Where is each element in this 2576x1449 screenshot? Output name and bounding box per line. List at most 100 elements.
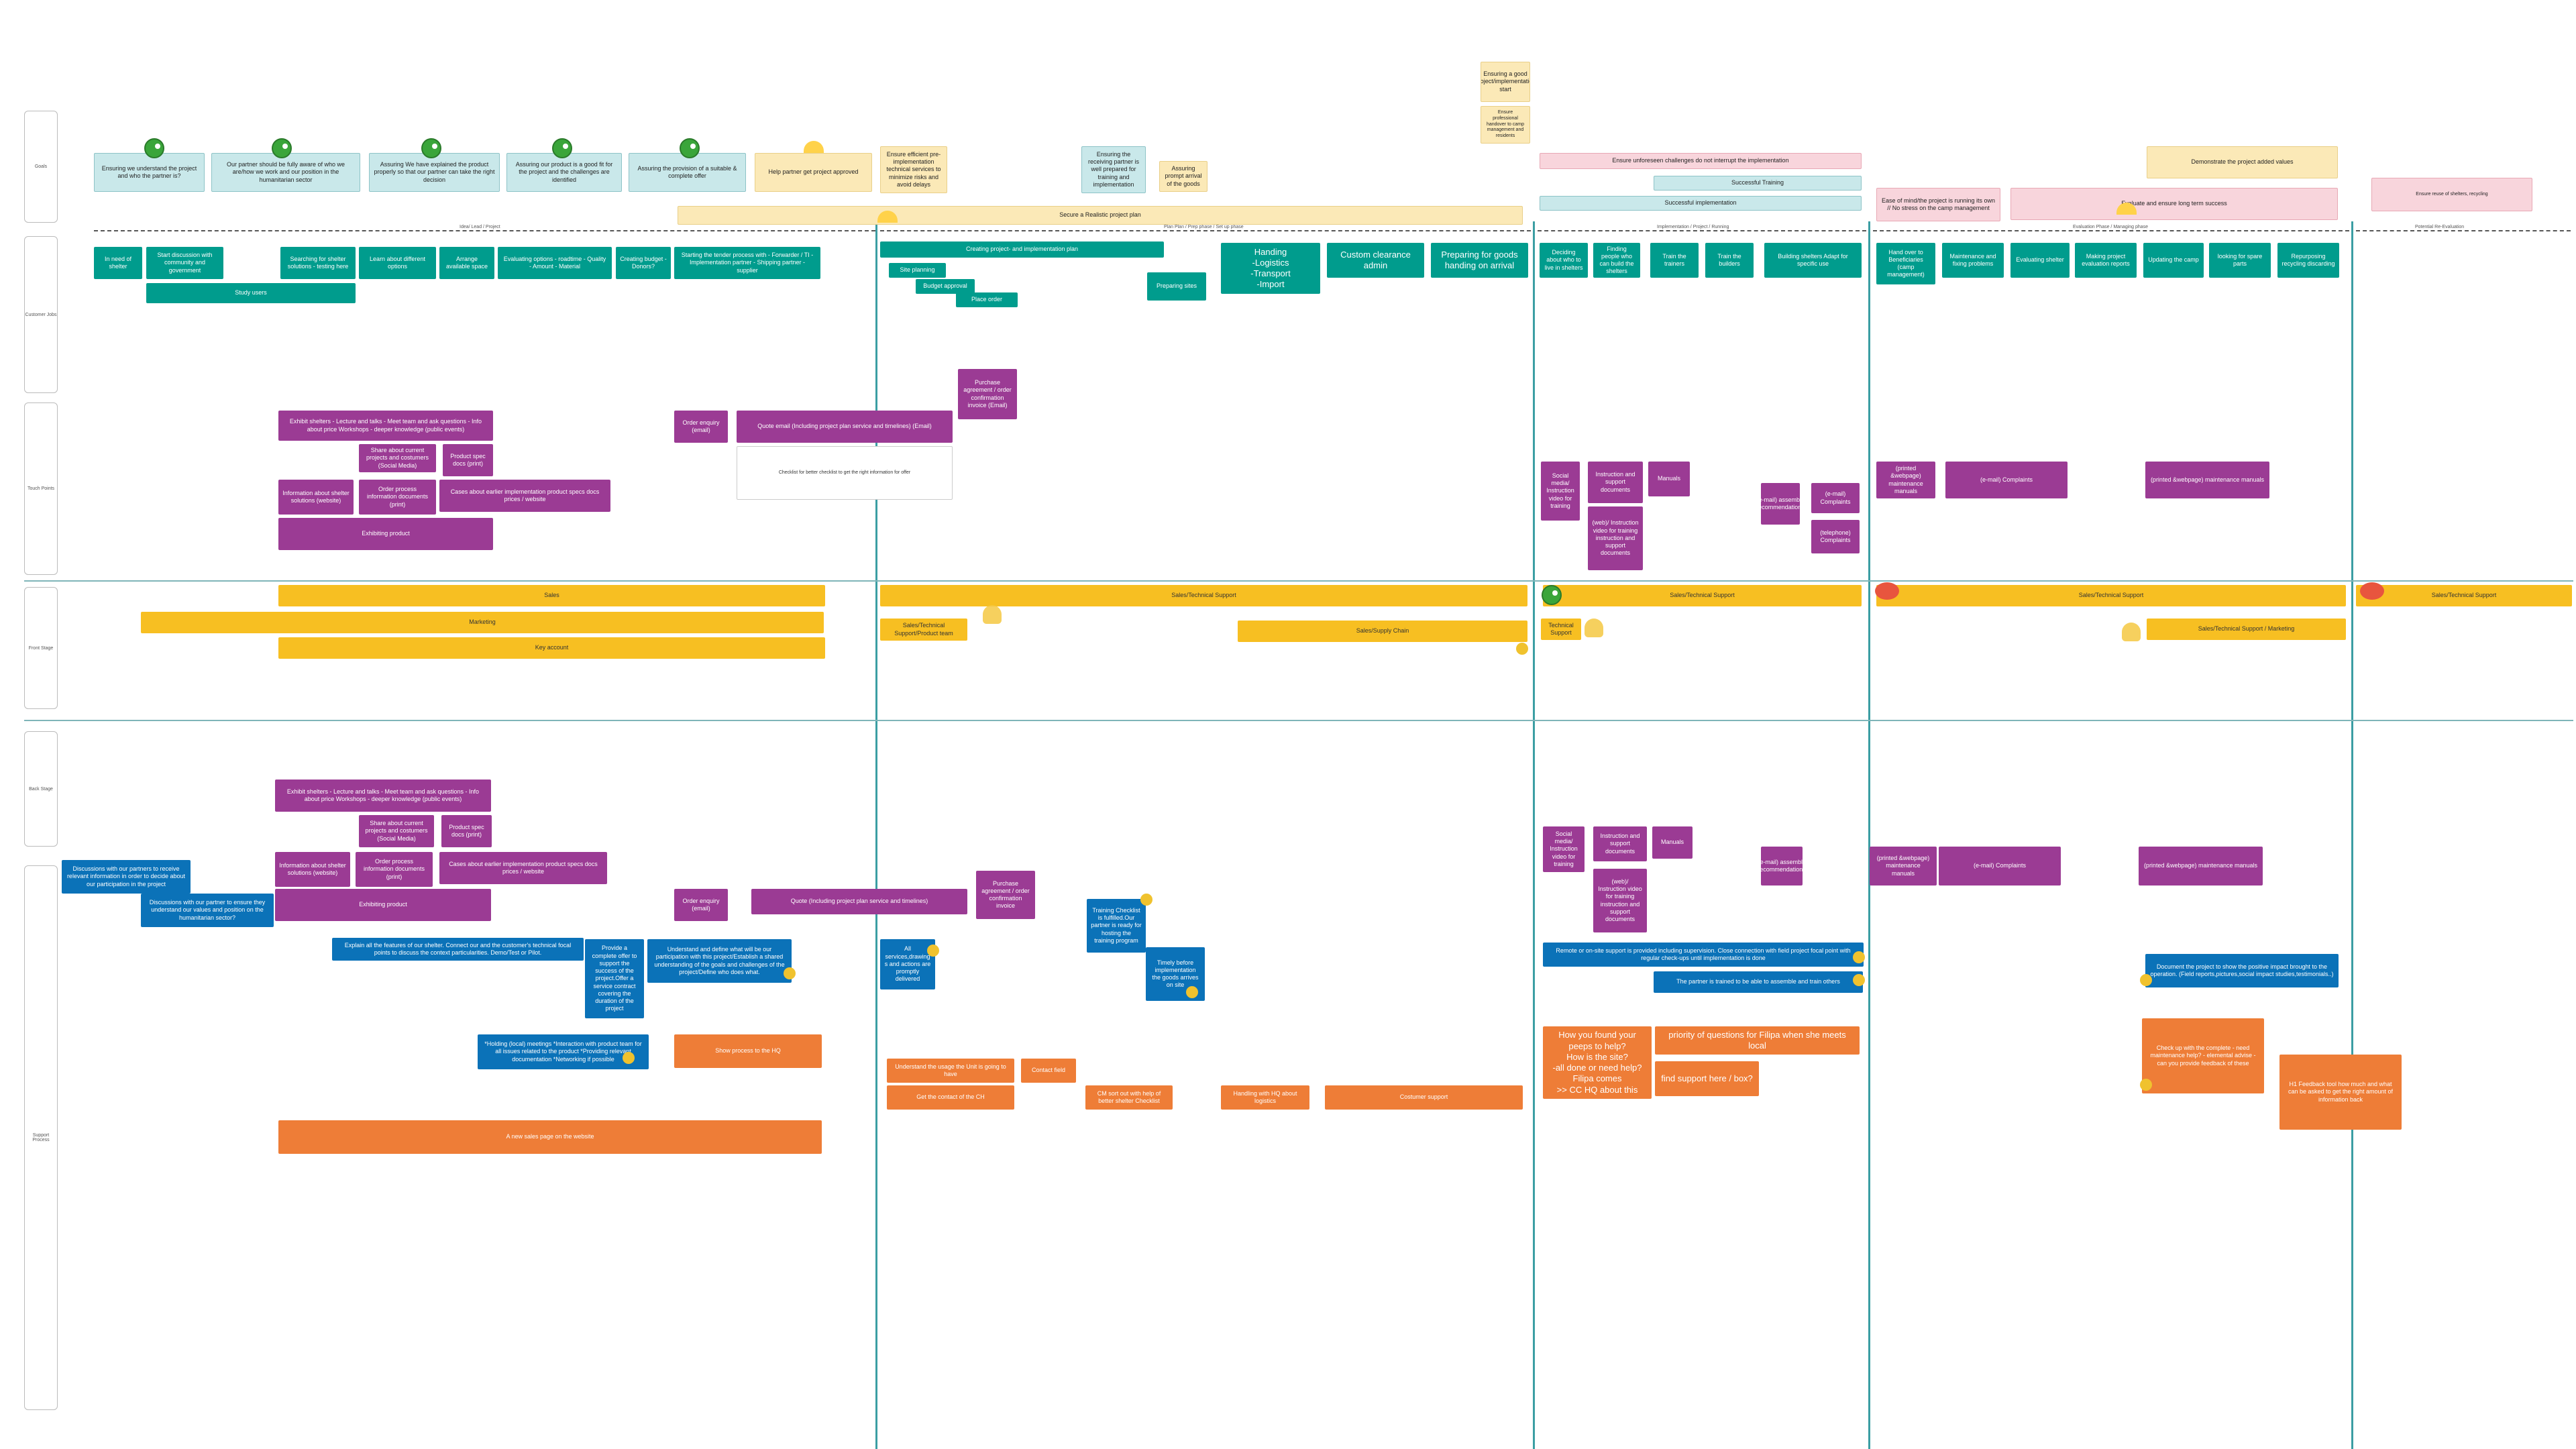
back-stage-note[interactable]: Instruction and support documents — [1593, 826, 1647, 861]
goal-note[interactable]: Ensure reuse of shelters, recycling — [2371, 178, 2532, 211]
customer-job-note[interactable]: Evaluating shelter — [2010, 243, 2070, 278]
touch-point-note[interactable]: Manuals — [1648, 462, 1690, 496]
support-process-note[interactable]: The partner is trained to be able to ass… — [1654, 971, 1863, 993]
back-stage-note[interactable]: Exhibiting product — [275, 889, 491, 921]
back-stage-note[interactable]: (printed &webpage) maintenance manuals — [2139, 847, 2263, 885]
touch-point-note[interactable]: Information about shelter solutions (web… — [278, 480, 354, 515]
touch-point-note[interactable]: (e-mail) Complaints — [1945, 462, 2068, 498]
back-stage-note[interactable]: Exhibit shelters - Lecture and talks - M… — [275, 780, 491, 812]
back-stage-note[interactable]: (e-mail) assembly recommendations — [1761, 847, 1803, 885]
touch-point-note[interactable]: Exhibiting product — [278, 518, 493, 550]
customer-job-note[interactable]: Arrange available space — [439, 247, 494, 279]
goal-note[interactable]: Assuring the provision of a suitable & c… — [629, 153, 746, 192]
goal-note[interactable]: Help partner get project approved — [755, 153, 872, 192]
goal-note[interactable]: Assuring We have explained the product p… — [369, 153, 500, 192]
touch-point-note[interactable]: Purchase agreement / order confirmation … — [958, 369, 1017, 419]
support-process-note[interactable]: Contact field — [1021, 1059, 1076, 1083]
customer-job-note[interactable]: Hand over to Beneficiaries (camp managem… — [1876, 243, 1935, 284]
customer-job-note[interactable]: Updating the camp — [2143, 243, 2204, 278]
back-stage-note[interactable]: Manuals — [1652, 826, 1693, 859]
front-stage-note[interactable]: Sales/Supply Chain — [1238, 621, 1527, 642]
back-stage-note[interactable]: Quote (Including project plan service an… — [751, 889, 967, 914]
touch-point-note[interactable]: (printed &webpage) maintenance manuals — [2145, 462, 2269, 498]
touch-point-note[interactable]: (e-mail) assembly recommendations — [1761, 483, 1800, 525]
support-process-note[interactable]: Discussions with our partners to receive… — [62, 860, 191, 894]
customer-job-note[interactable]: Creating budget - Donors? — [616, 247, 671, 279]
goal-note[interactable]: Ease of mind/the project is running its … — [1876, 188, 2000, 221]
back-stage-note[interactable]: Order process information documents (pri… — [356, 852, 433, 887]
support-process-note[interactable]: Get the contact of the CH — [887, 1085, 1014, 1110]
touch-point-note[interactable]: Exhibit shelters - Lecture and talks - M… — [278, 411, 493, 441]
touch-point-note[interactable]: Product spec docs (print) — [443, 444, 493, 476]
support-process-note[interactable]: Timely before implementation the goods a… — [1146, 947, 1205, 1001]
goal-note[interactable]: Successful Training — [1654, 176, 1862, 191]
goal-note[interactable]: Ensuring we understand the project and w… — [94, 153, 205, 192]
support-process-note[interactable]: Provide a complete offer to support the … — [585, 939, 644, 1018]
front-stage-note[interactable]: Sales — [278, 585, 825, 606]
customer-job-note[interactable]: Start discussion with community and gove… — [146, 247, 223, 279]
customer-job-note[interactable]: Site planning — [889, 263, 946, 278]
customer-job-note[interactable]: Train the trainers — [1650, 243, 1699, 278]
support-process-note[interactable]: Remote or on-site support is provided in… — [1543, 943, 1864, 967]
back-stage-note[interactable]: (printed &webpage) maintenance manuals — [1870, 847, 1937, 885]
back-stage-note[interactable]: (e-mail) Complaints — [1939, 847, 2061, 885]
support-process-note[interactable]: Discussions with our partner to ensure t… — [141, 894, 274, 927]
customer-job-note[interactable]: looking for spare parts — [2209, 243, 2271, 278]
support-process-note[interactable]: Understand the usage the Unit is going t… — [887, 1059, 1014, 1083]
touch-point-note[interactable]: (printed &webpage) maintenance manuals — [1876, 462, 1935, 498]
goal-note[interactable]: Demonstrate the project added values — [2147, 146, 2338, 178]
front-stage-note[interactable]: Technical Support — [1541, 619, 1581, 640]
goal-note[interactable]: Ensure unforeseen challenges do not inte… — [1540, 153, 1862, 169]
touch-point-note[interactable]: Cases about earlier implementation produ… — [439, 480, 610, 512]
customer-job-note[interactable]: Maintenance and fixing problems — [1942, 243, 2004, 278]
support-process-note[interactable]: Costumer support — [1325, 1085, 1523, 1110]
customer-job-note[interactable]: Train the builders — [1705, 243, 1754, 278]
customer-job-note[interactable]: Study users — [146, 283, 356, 303]
touch-point-note[interactable]: Instruction and support documents — [1588, 462, 1643, 503]
support-process-note[interactable]: All services,drawing s and actions are p… — [880, 939, 935, 989]
back-stage-note[interactable]: Information about shelter solutions (web… — [275, 852, 350, 887]
support-process-note[interactable]: priority of questions for Filipa when sh… — [1655, 1026, 1860, 1055]
support-process-note[interactable]: Document the project to show the positiv… — [2145, 954, 2339, 987]
back-stage-note[interactable]: Cases about earlier implementation produ… — [439, 852, 607, 884]
goal-note[interactable]: Evaluate and ensure long term success — [2010, 188, 2338, 220]
front-stage-note[interactable]: Key account — [278, 637, 825, 659]
goal-note[interactable]: Ensuring the receiving partner is well p… — [1081, 146, 1146, 193]
front-stage-note[interactable]: Sales/Technical Support/Product team — [880, 619, 967, 641]
goal-note[interactable]: Our partner should be fully aware of who… — [211, 153, 360, 192]
support-process-note[interactable]: find support here / box? — [1655, 1061, 1759, 1096]
support-process-note[interactable]: How you found your peeps to help? How is… — [1543, 1026, 1652, 1099]
support-process-note[interactable]: Check up with the complete - need mainte… — [2142, 1018, 2264, 1093]
back-stage-note[interactable]: Order enquiry (email) — [674, 889, 728, 921]
customer-job-note[interactable]: Budget approval — [916, 279, 975, 294]
touch-point-note[interactable]: (e-mail) Complaints — [1811, 483, 1860, 513]
touch-point-note[interactable]: Social media/ Instruction video for trai… — [1541, 462, 1580, 521]
support-process-note[interactable]: Explain all the features of our shelter.… — [332, 938, 584, 961]
back-stage-note[interactable]: Share about current projects and costume… — [359, 815, 434, 847]
touch-point-note[interactable]: Order enquiry (email) — [674, 411, 728, 443]
customer-job-note[interactable]: Learn about different options — [359, 247, 436, 279]
support-process-note[interactable]: CM sort out with help of better shelter … — [1085, 1085, 1173, 1110]
support-process-note[interactable]: Training Checklist is fulfilled.Our part… — [1087, 899, 1146, 953]
goal-note[interactable]: Ensure efficient pre-implementation tech… — [880, 146, 947, 193]
front-stage-note[interactable]: Marketing — [141, 612, 824, 633]
support-process-note[interactable]: *Holding (local) meetings *Interaction w… — [478, 1034, 649, 1069]
goal-note[interactable]: Secure a Realistic project plan — [678, 206, 1523, 225]
goal-note[interactable]: Ensure professional handover to camp man… — [1481, 106, 1530, 144]
front-stage-note[interactable]: Sales/Technical Support / Marketing — [2147, 619, 2346, 640]
customer-job-note[interactable]: Custom clearance admin — [1327, 243, 1424, 278]
customer-job-note[interactable]: Finding people who can build the shelter… — [1593, 243, 1640, 278]
goal-note[interactable]: Assuring our product is a good fit for t… — [506, 153, 622, 192]
customer-job-note[interactable]: Preparing for goods handing on arrival — [1431, 243, 1528, 278]
customer-job-note[interactable]: Deciding about who to live in shelters — [1540, 243, 1588, 278]
customer-job-note[interactable]: Evaluating options - roadtime - Quality … — [498, 247, 612, 279]
customer-job-note[interactable]: Searching for shelter solutions - testin… — [280, 247, 356, 279]
touch-point-note[interactable]: Checklist for better checklist to get th… — [737, 446, 953, 500]
support-process-note[interactable]: Handling with HQ about logistics — [1221, 1085, 1309, 1110]
front-stage-note[interactable]: Sales/Technical Support — [1543, 585, 1862, 606]
front-stage-note[interactable]: Sales/Technical Support — [1876, 585, 2346, 606]
goal-note[interactable]: Successful implementation — [1540, 196, 1862, 211]
front-stage-note[interactable]: Sales/Technical Support — [2356, 585, 2572, 606]
customer-job-note[interactable]: In need of shelter — [94, 247, 142, 279]
customer-job-note[interactable]: Handing -Logistics -Transport -Import — [1221, 243, 1320, 294]
